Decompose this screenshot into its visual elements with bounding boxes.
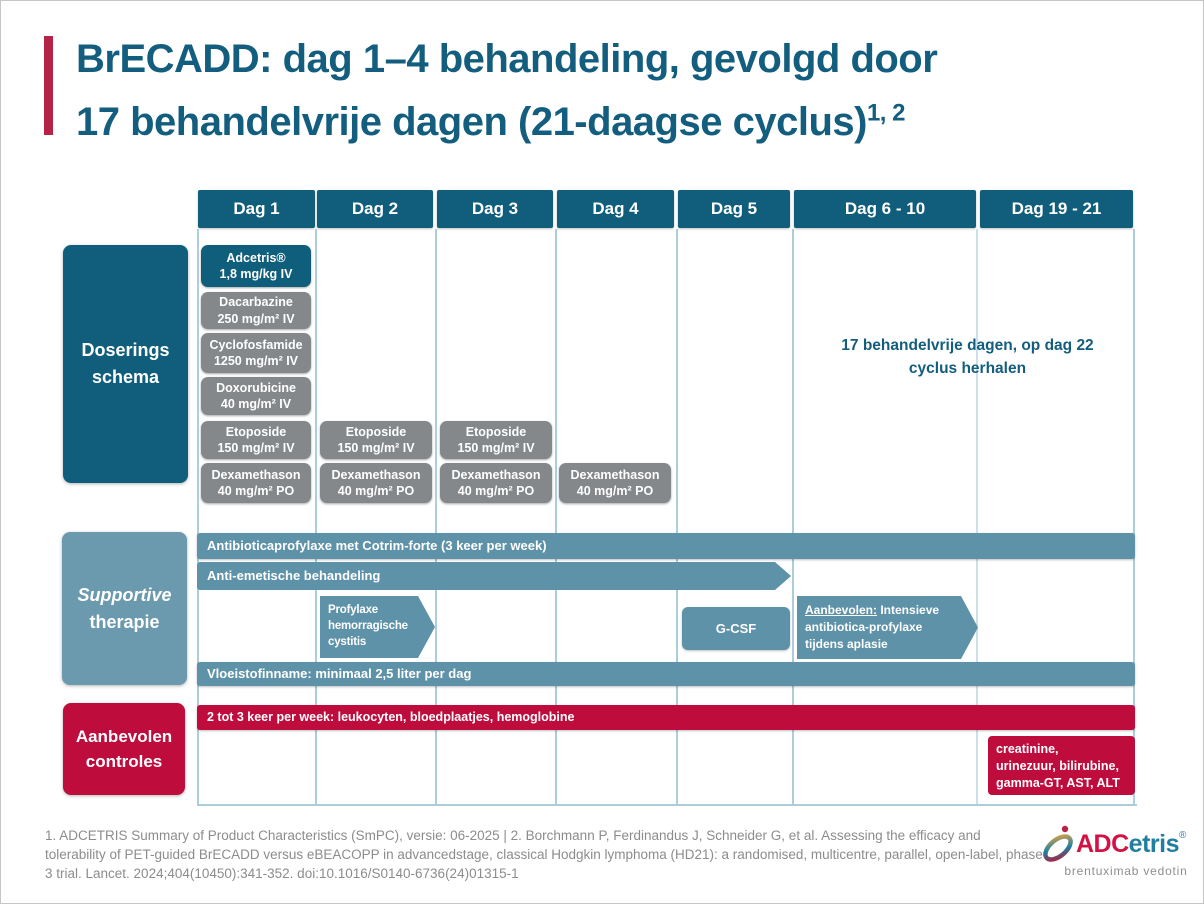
logo-subtitle: brentuximab vedotin <box>1064 864 1188 878</box>
column-header-dag-19-21: Dag 19 - 21 <box>980 190 1133 228</box>
column-header-dag-3: Dag 3 <box>437 190 553 228</box>
row-label-dosing-schema: Doserings schema <box>63 245 188 483</box>
row-label-aanbevolen-controles: Aanbevolen controles <box>63 703 185 795</box>
title-accent-bar <box>44 36 53 135</box>
drug-box-doxorubicine: Doxorubicine 40 mg/m² IV <box>201 377 311 415</box>
page-title-line1: BrECADD: dag 1–4 behandeling, gevolgd do… <box>76 37 938 81</box>
page-title-line2: 17 behandelvrije dagen (21-daagse cyclus… <box>76 99 906 144</box>
grid-line <box>197 229 199 806</box>
grid-line <box>976 229 978 806</box>
adcetris-swoosh-icon <box>1043 825 1073 862</box>
grid-line <box>555 229 557 806</box>
drug-box-dacarbazine: Dacarbazine 250 mg/m² IV <box>201 292 311 329</box>
grid-line <box>315 229 317 806</box>
grid-line <box>792 229 794 806</box>
column-header-dag-5: Dag 5 <box>678 190 790 228</box>
treatment-free-days-note: 17 behandelvrije dagen, op dag 22 cyclus… <box>841 337 1094 378</box>
bar-fluid-intake: Vloeistofinname: minimaal 2,5 liter per … <box>197 662 1135 686</box>
box-lab-checks-day19-21: creatinine, urinezuur, bilirubine, gamma… <box>988 736 1135 795</box>
drug-box-dexamethason-day1: Dexamethason 40 mg/m² PO <box>201 463 311 503</box>
column-header-dag-4: Dag 4 <box>557 190 674 228</box>
title-reference-superscript: 1, 2 <box>866 99 906 127</box>
drug-box-etoposide-day1: Etoposide 150 mg/m² IV <box>201 421 311 459</box>
box-gcsf: G-CSF <box>682 607 790 650</box>
registered-mark: ® <box>1178 830 1187 841</box>
logo-text-etris: etris <box>1128 829 1180 858</box>
bar-antiemetic-treatment: Anti-emetische behandeling <box>197 562 791 590</box>
column-header-dag-2: Dag 2 <box>317 190 433 228</box>
arrow-cystitis-prophylaxis: Profylaxe hemorragische cystitis <box>320 596 435 658</box>
arrow-aplasia-antibiotic-prophylaxis: Aanbevolen: Intensieve antibiotica-profy… <box>797 596 978 659</box>
grid-line <box>676 229 678 806</box>
drug-box-dexamethason-day4: Dexamethason 40 mg/m² PO <box>559 463 671 503</box>
footer-references: 1. ADCETRIS Summary of Product Character… <box>45 828 1043 882</box>
bar-weekly-blood-checks: 2 tot 3 keer per week: leukocyten, bloed… <box>197 705 1135 730</box>
drug-box-dexamethason-day3: Dexamethason 40 mg/m² PO <box>440 463 552 503</box>
drug-box-cyclofosfamide: Cyclofosfamide 1250 mg/m² IV <box>201 333 311 373</box>
drug-box-etoposide-day2: Etoposide 150 mg/m² IV <box>320 421 432 459</box>
grid-line <box>435 229 437 806</box>
drug-box-adcetris: Adcetris® 1,8 mg/kg IV <box>201 245 311 287</box>
logo-text-adc: ADC <box>1076 829 1129 858</box>
grid-bottom-line <box>197 804 1137 806</box>
swoosh-dot-icon <box>1061 825 1069 833</box>
grid-line <box>1133 229 1135 806</box>
drug-box-etoposide-day3: Etoposide 150 mg/m² IV <box>440 421 552 459</box>
bar-antibiotic-prophylaxis: Antibioticaprofylaxe met Cotrim-forte (3… <box>197 533 1135 559</box>
column-header-dag-6-10: Dag 6 - 10 <box>794 190 976 228</box>
page-title: BrECADD: dag 1–4 behandeling, gevolgd do… <box>76 28 1176 154</box>
drug-box-dexamethason-day2: Dexamethason 40 mg/m² PO <box>320 463 432 503</box>
row-label-supportive-therapie: Supportive therapie <box>62 532 187 685</box>
column-header-dag-1: Dag 1 <box>198 190 315 228</box>
